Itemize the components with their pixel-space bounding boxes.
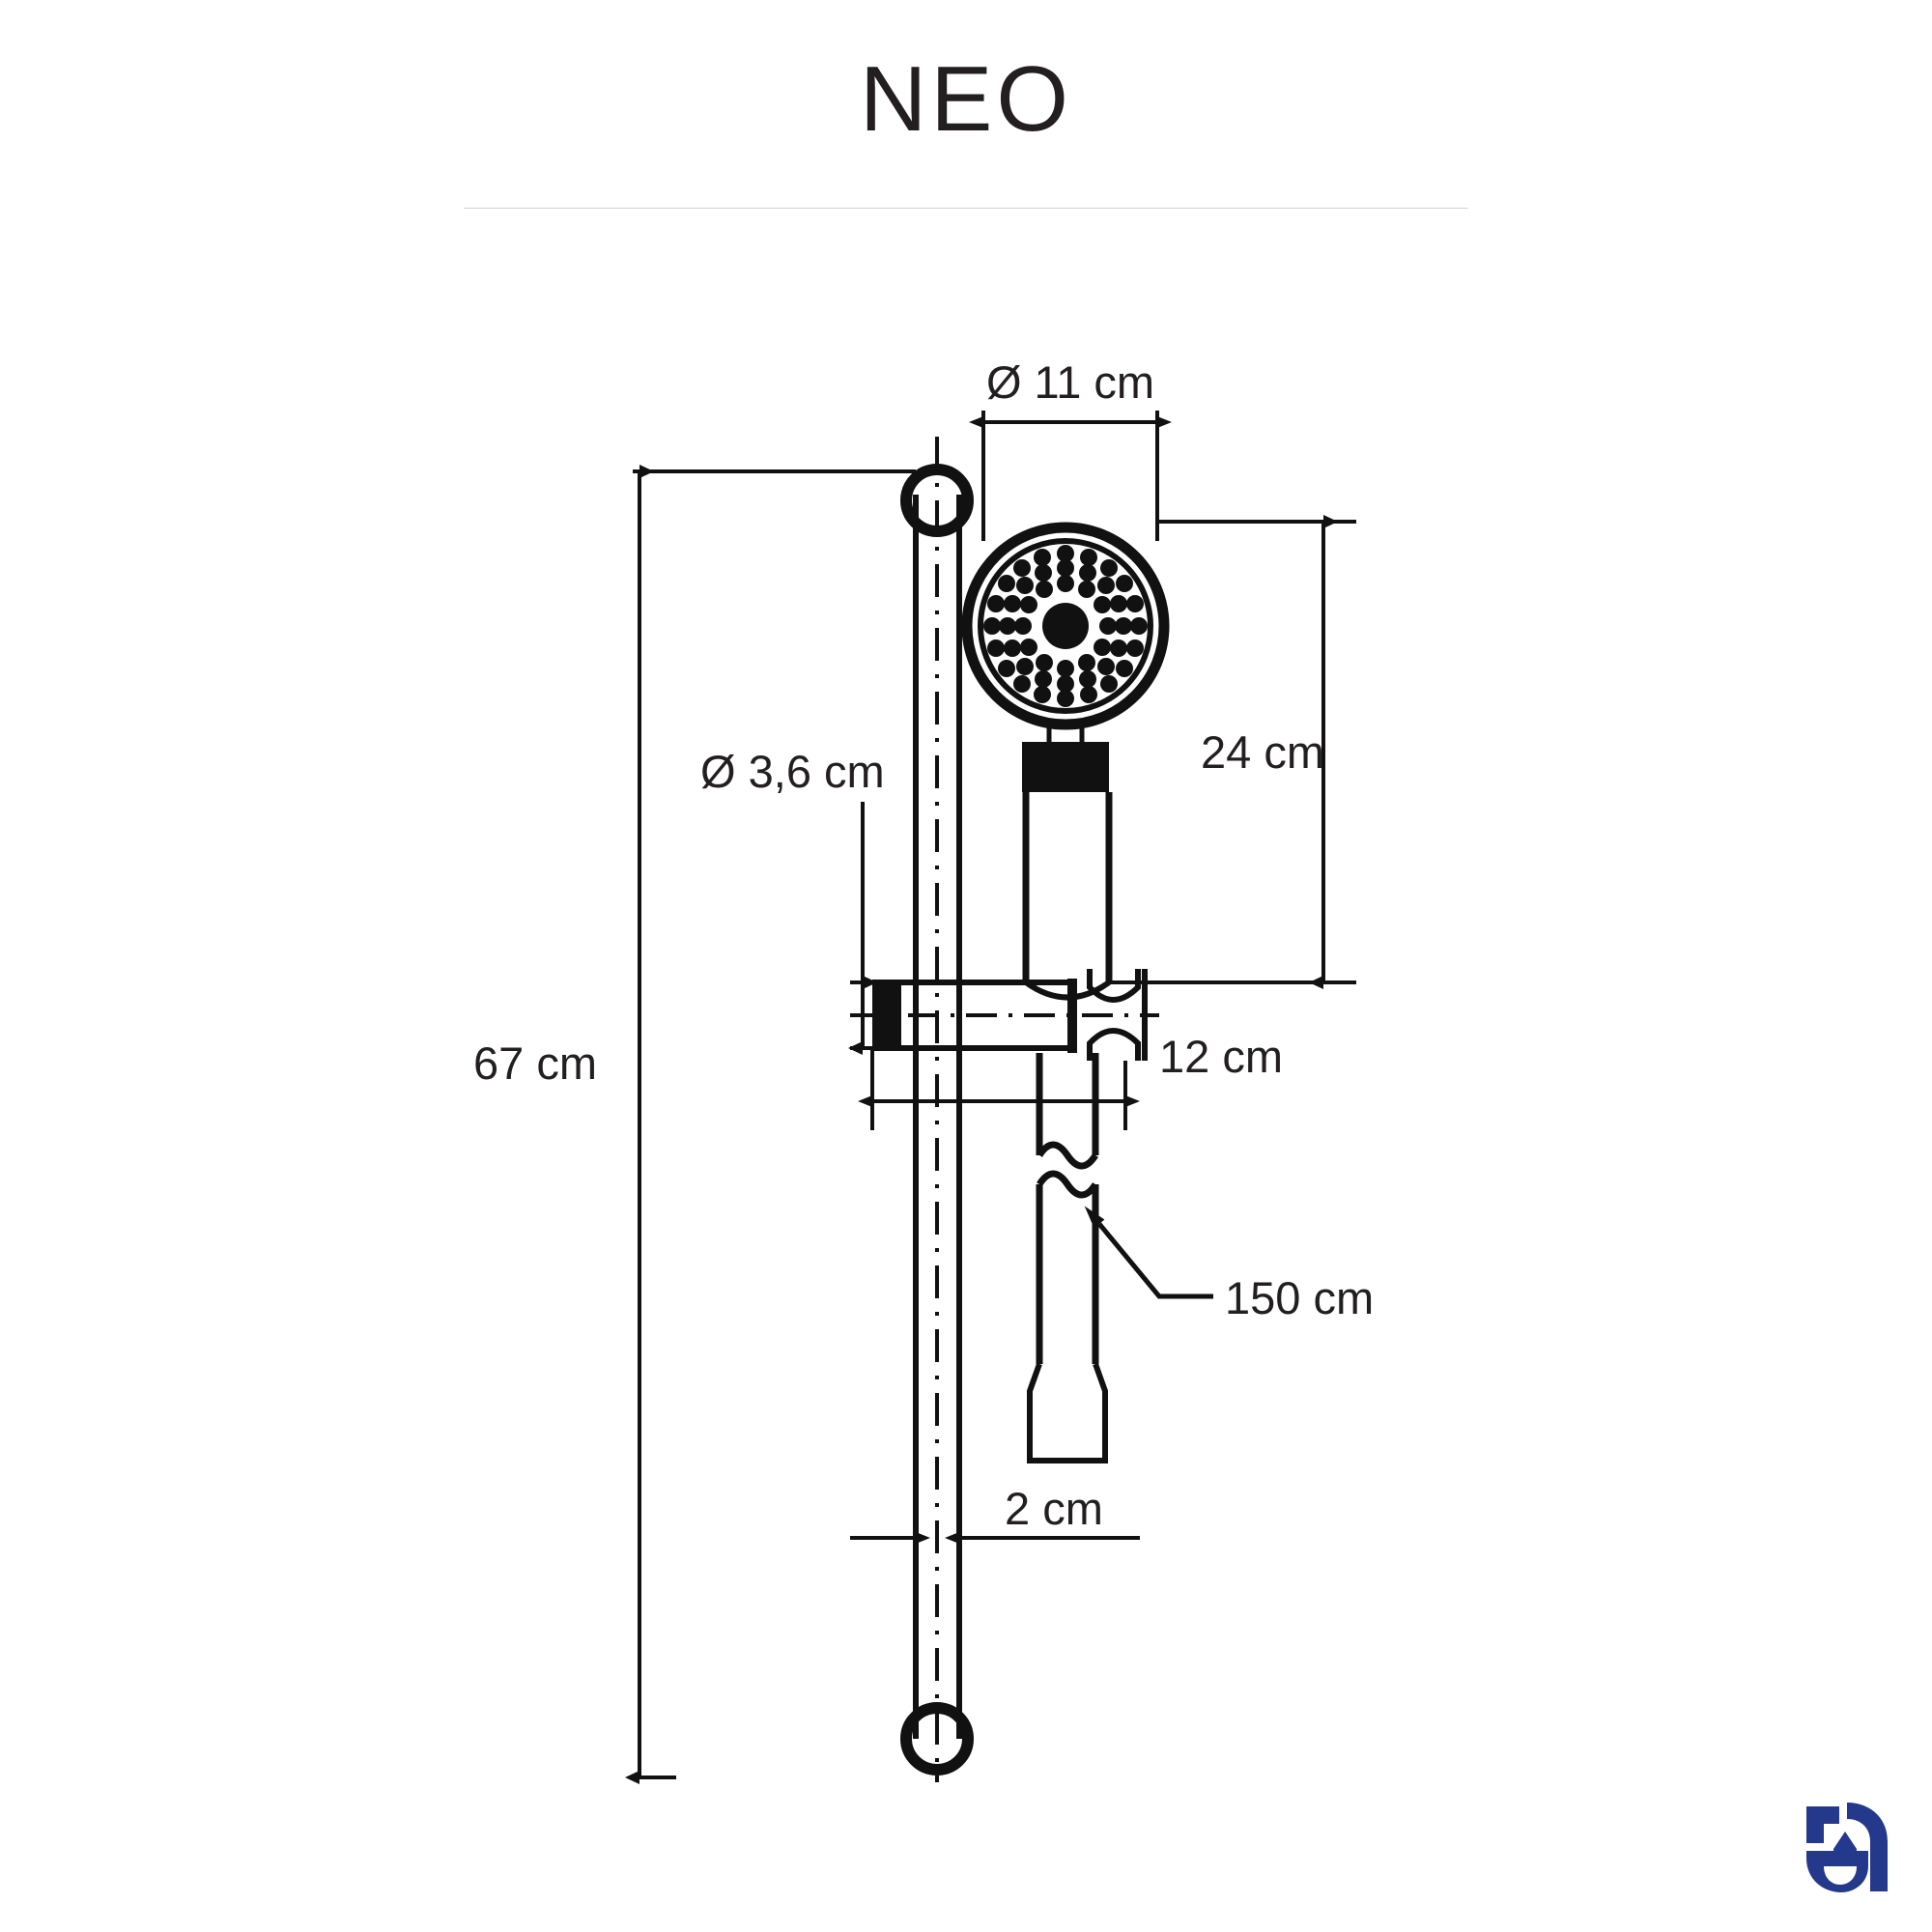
shower-head-nozzles <box>983 545 1148 707</box>
slide-rail <box>900 437 974 1782</box>
dimension-label-rail-diameter: Ø 3,6 cm <box>700 746 885 797</box>
dimension-label-hand-shower-length: 24 cm <box>1201 726 1324 778</box>
dimension-bracket-projection <box>858 1048 1140 1130</box>
dimension-rail-height <box>625 465 916 1784</box>
shower-head-shell <box>961 522 1170 730</box>
dimension-head-diameter <box>969 411 1172 541</box>
shower-handle-collar <box>1022 742 1109 792</box>
page-title: NEO <box>859 47 1073 151</box>
shower-hose <box>1027 1053 1108 1463</box>
title-divider <box>464 208 1468 209</box>
dimension-label-rail-tube-diameter: 2 cm <box>1005 1483 1103 1534</box>
brand-logo <box>1803 1799 1895 1895</box>
hand-shower <box>961 522 1170 1001</box>
dimension-label-hose-length: 150 cm <box>1225 1272 1374 1323</box>
dimension-label-bracket-projection: 12 cm <box>1159 1031 1283 1082</box>
dimension-label-head-diameter: Ø 11 cm <box>986 356 1154 408</box>
shower-head-rim <box>978 538 1153 714</box>
hose-break-symbol <box>1037 1141 1098 1170</box>
handle-base <box>1024 980 1111 1001</box>
hose-connector <box>1027 1362 1108 1463</box>
dimension-label-rail-height: 67 cm <box>473 1037 597 1089</box>
dimension-rail-diameter <box>848 802 903 1055</box>
leader-hose-length <box>1084 1206 1213 1299</box>
dimension-hand-shower-length <box>1109 515 1356 989</box>
rail-cap-bottom <box>900 1702 974 1776</box>
